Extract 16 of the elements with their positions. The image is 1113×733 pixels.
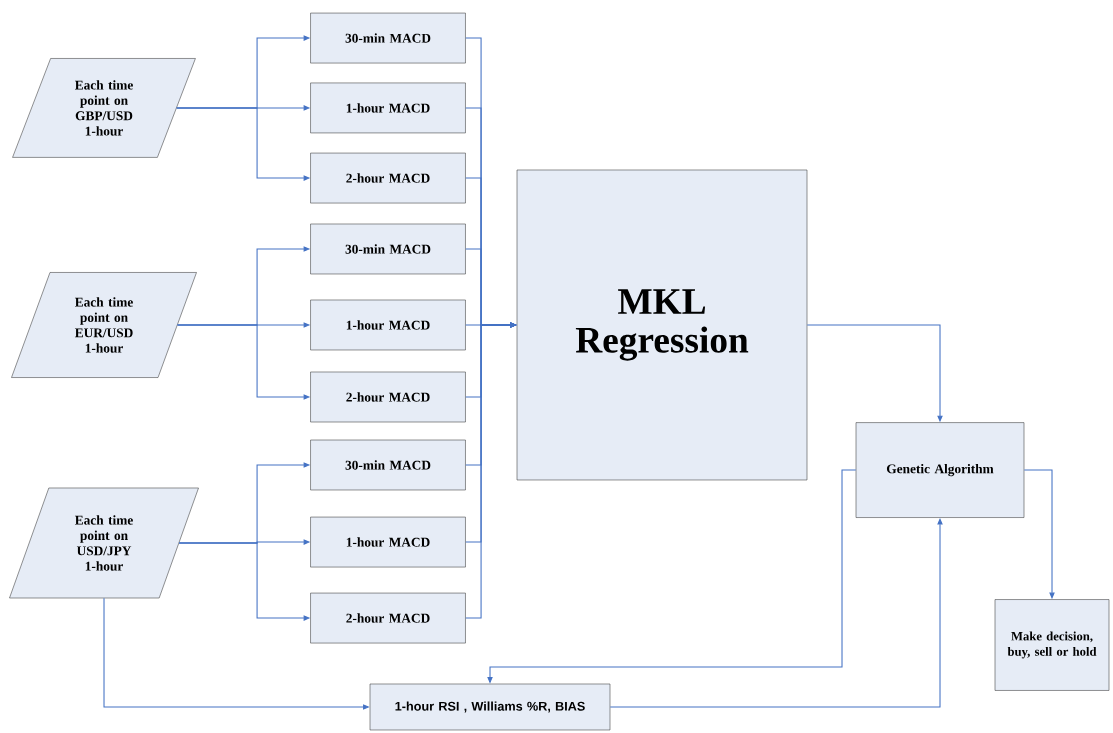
process-box: 2-hour MACD (310, 152, 466, 204)
process-box: 30-min MACD (310, 12, 466, 64)
process-box: Genetic Algorithm (855, 422, 1025, 518)
process-box: 1-hour MACD (310, 299, 466, 351)
process-box: 1-hour MACD (310, 516, 466, 568)
process-box: 1-hour RSI , Williams %R, BIAS (369, 683, 611, 731)
input-parallelogram: Each time point on GBP/USD 1-hour (12, 58, 196, 158)
process-box: 2-hour MACD (310, 592, 466, 644)
process-box: 30-min MACD (310, 223, 466, 275)
process-box: 1-hour MACD (310, 82, 466, 134)
process-box: 30-min MACD (310, 439, 466, 491)
process-box: 2-hour MACD (310, 371, 466, 423)
input-parallelogram: Each time point on EUR/USD 1-hour (11, 272, 197, 378)
process-box: MKL Regression (516, 169, 808, 481)
input-parallelogram: Each time point on USD/JPY 1-hour (9, 487, 199, 599)
process-box: Make decision, buy, sell or hold (994, 599, 1110, 691)
